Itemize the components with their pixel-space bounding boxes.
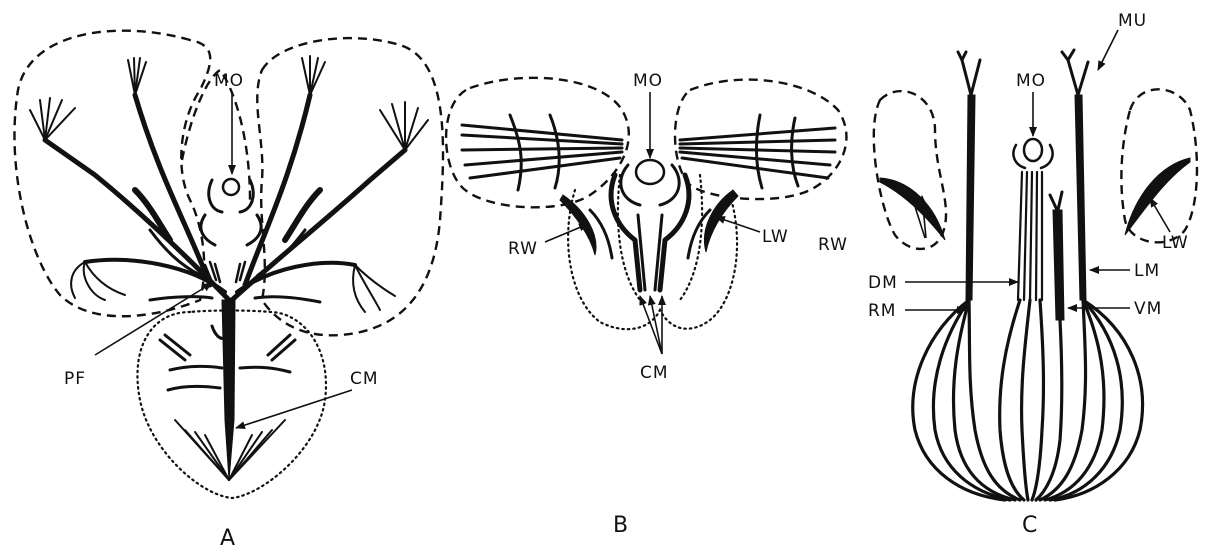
left-dashed-lobe [14,31,210,317]
lateral-muscle-right [1075,95,1086,300]
mouth-circle-b [636,160,664,184]
fan-right-top [302,56,325,95]
left-bundle [462,115,622,190]
panel-a: MO PF CM A [14,31,443,551]
label-lm-c: LM [1134,261,1160,281]
panel-label-b: B [613,513,628,538]
panel-label-a: A [220,526,235,551]
fan-left-low [71,262,125,300]
fan-right-low [353,265,395,312]
panel-b: MO RW LW CM B [446,71,846,538]
fan-left-top [128,58,146,95]
bulb-fibres [913,300,1143,500]
label-mu-c: MU [1118,11,1147,31]
label-rw-c: RW [818,235,848,255]
label-rm-c: RM [868,301,896,321]
label-vm-c: VM [1134,299,1162,319]
label-mo-b: MO [633,71,663,91]
left-wing-c [1125,158,1190,235]
panel-c: MU MO RW LW DM LM RM VM C [818,11,1197,538]
label-lw-c: LW [1162,233,1189,253]
fan-left-far [30,98,75,140]
left-wing-b [704,190,738,252]
lateral-muscle-left [966,95,975,300]
fan-right-far [380,102,428,150]
ventral-muscle [1053,210,1064,320]
branch-right-upper [245,95,310,285]
right-bundle [680,115,835,188]
label-cm-a: CM [350,369,379,389]
panel-label-c: C [1022,513,1037,538]
label-dm-c: DM [868,273,898,293]
label-cm-b: CM [640,363,669,383]
central-trunk [222,300,235,480]
label-rw-b: RW [508,239,538,259]
label-mo-a: MO [214,71,244,91]
mouth-circle-c [1024,139,1042,161]
label-mo-c: MO [1016,71,1046,91]
label-pf-a: PF [64,369,86,389]
right-wing-b [560,195,596,255]
label-lw-b: LW [762,227,789,247]
pharynx-fold-cluster [205,262,245,282]
right-wing-c [880,178,945,240]
dorsal-muscle-bundle [1018,172,1042,300]
mouth-circle-a [223,179,239,195]
